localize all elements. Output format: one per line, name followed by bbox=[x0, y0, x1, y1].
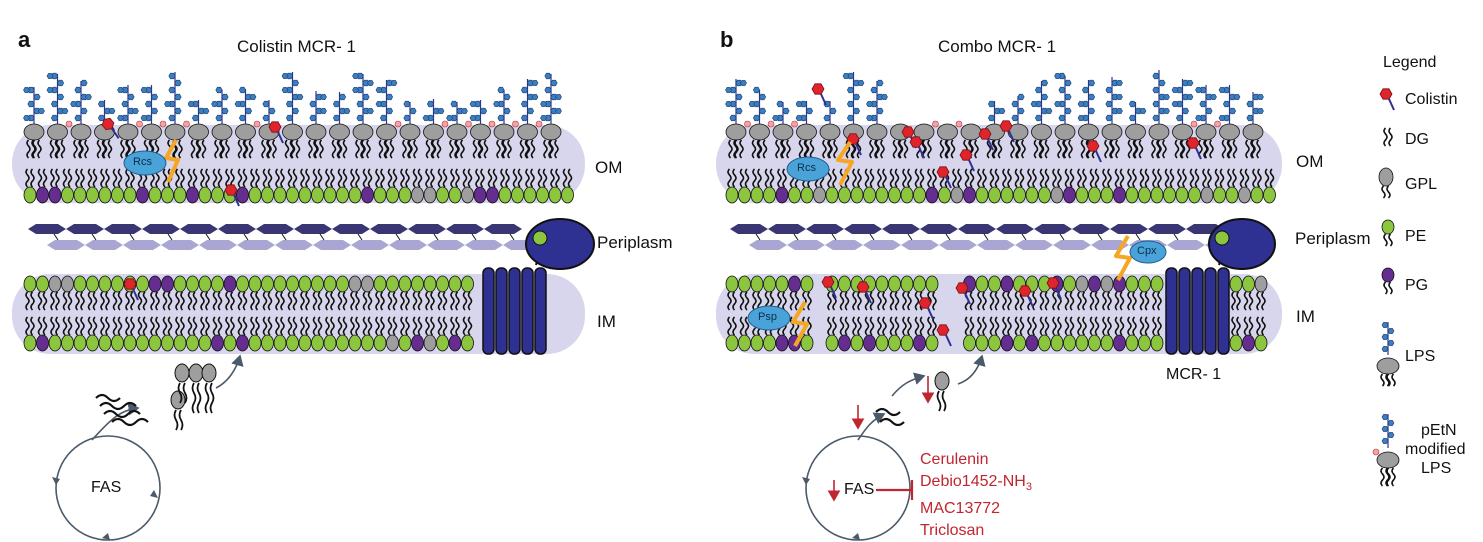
im-label-b: IM bbox=[1296, 307, 1315, 326]
lps-layer bbox=[23, 70, 1264, 159]
panel-letter-a: a bbox=[18, 27, 31, 52]
panel-title-a: Colistin MCR- 1 bbox=[237, 37, 357, 56]
legend-pEtN-line3: LPS bbox=[1421, 460, 1452, 477]
synthesis-arrows-a bbox=[91, 354, 244, 441]
inner-membrane-a bbox=[12, 274, 585, 354]
fas-label-a: FAS bbox=[91, 479, 122, 496]
om-label-a: OM bbox=[595, 158, 623, 177]
mcr1-enzyme-b bbox=[1165, 218, 1276, 355]
rcs-stress-a bbox=[123, 139, 180, 183]
mcr1-enzyme-a bbox=[482, 218, 595, 355]
new-phospholipids-b bbox=[934, 371, 950, 412]
periplasm-label-b: Periplasm bbox=[1295, 229, 1371, 248]
rcs-label-b: Rcs bbox=[797, 162, 816, 174]
inhibitor-debio: Debio1452-NH3 bbox=[920, 473, 1032, 494]
fas-cycle-a bbox=[52, 435, 161, 541]
decrease-arrows-b bbox=[827, 376, 935, 502]
legend-dg: DG bbox=[1405, 131, 1429, 148]
cpx-stress-b bbox=[1114, 234, 1167, 281]
legend-lps: LPS bbox=[1405, 348, 1436, 365]
panel-letter-b: b bbox=[720, 27, 734, 52]
fatty-acids-b bbox=[875, 407, 905, 427]
legend-title: Legend bbox=[1383, 54, 1437, 71]
psp-stress-b bbox=[747, 300, 809, 347]
rcs-label-a: Rcs bbox=[133, 156, 152, 168]
legend-gpl: GPL bbox=[1405, 176, 1438, 193]
new-phospholipids-a bbox=[170, 363, 217, 431]
legend-pg: PG bbox=[1405, 277, 1429, 294]
im-label-a: IM bbox=[597, 312, 616, 331]
inhibitor-triclosan: Triclosan bbox=[920, 522, 985, 540]
peptidoglycan-layer bbox=[28, 224, 1243, 250]
legend-icons bbox=[1372, 127, 1400, 487]
legend-pEtN-line2: modified bbox=[1405, 441, 1466, 458]
fatty-acids-a bbox=[95, 393, 149, 427]
periplasm-label-a: Periplasm bbox=[597, 233, 673, 252]
fas-label-b: FAS bbox=[844, 481, 875, 498]
om-label-b: OM bbox=[1296, 152, 1324, 171]
cpx-label-b: Cpx bbox=[1137, 245, 1157, 257]
fas-cycle-b bbox=[802, 435, 911, 541]
inhibitor-cerulenin: Cerulenin bbox=[920, 451, 989, 468]
inhibitor-list: Cerulenin Debio1452-NH3 MAC13772 Triclos… bbox=[920, 449, 1032, 542]
psp-label-b: Psp bbox=[758, 311, 777, 323]
rcs-stress-b bbox=[786, 140, 854, 186]
legend-pe: PE bbox=[1405, 228, 1427, 245]
inhibitor-mac13772: MAC13772 bbox=[920, 500, 1001, 518]
synthesis-arrows-b bbox=[857, 354, 986, 441]
mcr1-label-b: MCR- 1 bbox=[1166, 366, 1222, 383]
legend-colistin: Colistin bbox=[1405, 91, 1458, 108]
lipid-layer bbox=[23, 168, 1276, 352]
panel-title-b: Combo MCR- 1 bbox=[938, 37, 1057, 56]
colistin-layer bbox=[101, 83, 1395, 347]
legend-pEtN-line1: pEtN bbox=[1421, 422, 1457, 439]
inhibition-symbol bbox=[876, 480, 914, 500]
